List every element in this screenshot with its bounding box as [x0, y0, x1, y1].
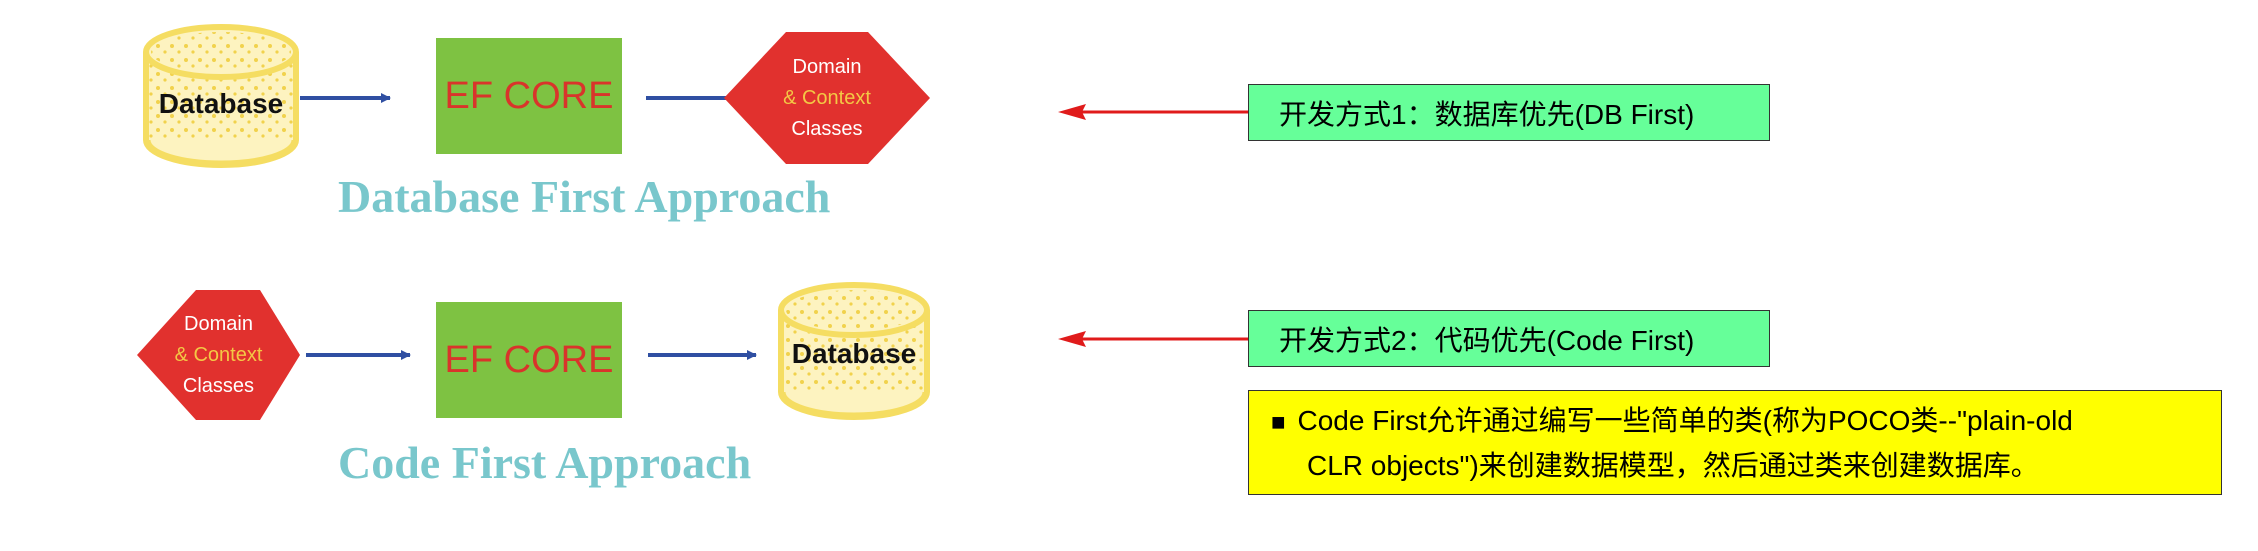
database-label-2: Database: [791, 338, 917, 369]
approach-description-2-text: 开发方式2：代码优先(Code First): [1279, 324, 1695, 356]
note-bullet-icon: ■: [1271, 409, 1286, 436]
ef-core-label-1: EF CORE: [444, 74, 614, 117]
note-line-1-text: Code First允许通过编写一些简单的类(称为POCO类--"plain-o…: [1297, 405, 2073, 436]
domain-line-2-3: Classes: [182, 374, 255, 397]
pointer-arrow-2: [1058, 331, 1248, 347]
note-line-2: CLR objects")来创建数据模型，然后通过类来创建数据库。: [1271, 444, 2207, 487]
approach-description-1-text: 开发方式1：数据库优先(DB First): [1279, 98, 1695, 130]
database-label-1: Database: [158, 88, 284, 119]
domain-line-1-2: & Context: [783, 86, 871, 109]
domain-hexagon-text-1: Domain & Context Classes: [724, 32, 930, 164]
code-first-note: ■ Code First允许通过编写一些简单的类(称为POCO类--"plain-…: [1248, 390, 2222, 495]
approach-description-2: 开发方式2：代码优先(Code First): [1248, 310, 1770, 367]
ef-core-box-1: EF CORE: [436, 38, 622, 154]
note-line-2-text: CLR objects")来创建数据模型，然后通过类来创建数据库。: [1307, 450, 2039, 481]
domain-hexagon-text-2: Domain & Context Classes: [137, 290, 300, 420]
domain-hexagon-1: [724, 32, 930, 164]
domain-line-1-1: Domain: [792, 55, 862, 78]
database-cylinder-1: [143, 24, 299, 168]
database-cylinder-2: [778, 282, 930, 420]
ef-core-box-2: EF CORE: [436, 302, 622, 418]
domain-hexagon-2: [137, 290, 300, 420]
domain-line-1-3: Classes: [791, 117, 863, 140]
ef-core-label-2: EF CORE: [444, 338, 614, 381]
domain-line-2-2: & Context: [174, 343, 263, 366]
pointer-arrow-1: [1058, 104, 1248, 120]
domain-line-2-1: Domain: [184, 312, 253, 335]
approach-title-1: Database First Approach: [338, 171, 831, 222]
approach-description-1: 开发方式1：数据库优先(DB First): [1248, 84, 1770, 141]
approach-title-2: Code First Approach: [338, 437, 752, 488]
note-line-1: ■ Code First允许通过编写一些简单的类(称为POCO类--"plain-…: [1271, 399, 2207, 444]
